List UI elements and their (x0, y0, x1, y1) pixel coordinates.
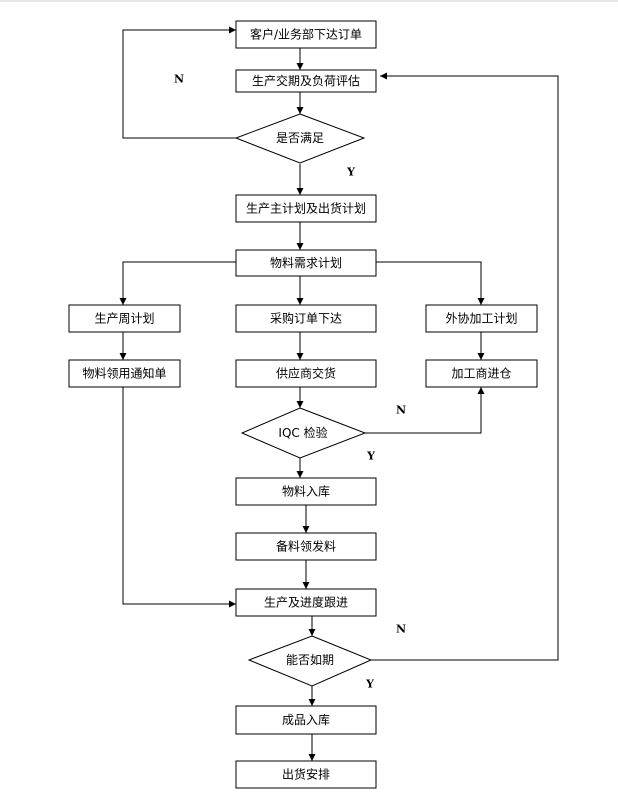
node-weekly-plan: 生产周计划 (68, 304, 181, 333)
node-purchase-order: 采购订单下达 (235, 304, 377, 333)
edge-requisition-to-production (122, 387, 236, 608)
label-on-time-yes: Y (365, 678, 374, 691)
node-prepare-issue-label: 备料领发料 (276, 539, 336, 554)
decision-iqc-label: IQC 检验 (278, 425, 327, 440)
node-delivery-eval-label: 生产交期及负荷评估 (252, 73, 360, 88)
node-shipment: 出货安排 (235, 760, 377, 789)
decision-on-time: 能否如期 (247, 635, 373, 687)
decision-on-time-label: 能否如期 (286, 652, 334, 667)
node-production-follow: 生产及进度跟进 (235, 588, 377, 617)
node-order: 客户/业务部下达订单 (235, 20, 377, 49)
node-processor-receipt-label: 加工商进仓 (451, 366, 511, 381)
node-purchase-order-label: 采购订单下达 (270, 311, 342, 326)
node-processor-receipt: 加工商进仓 (425, 359, 538, 388)
node-mrp-label: 物料需求计划 (270, 256, 342, 270)
decision-iqc: IQC 检验 (240, 407, 367, 459)
node-prepare-issue: 备料领发料 (235, 532, 377, 561)
edge-ontime-no-loop (371, 72, 559, 661)
node-shipment-label: 出货安排 (282, 767, 330, 782)
node-weekly-plan-label: 生产周计划 (94, 312, 154, 326)
node-order-label: 客户/业务部下达订单 (250, 27, 362, 42)
node-production-follow-label: 生产及进度跟进 (264, 595, 348, 610)
edge-mrp-to-weekly (119, 261, 236, 305)
edge-iqc-no-to-processor (365, 387, 485, 434)
node-mrp: 物料需求计划 (235, 249, 377, 277)
node-delivery-eval: 生产交期及负荷评估 (235, 69, 377, 93)
label-on-time-no: N (396, 623, 406, 636)
node-material-requisition-label: 物料领用通知单 (82, 367, 166, 381)
label-iqc-no: N (396, 404, 406, 417)
node-master-plan-label: 生产主计划及出货计划 (246, 201, 366, 216)
edges (119, 26, 559, 761)
node-outsource-plan: 外协加工计划 (425, 304, 538, 333)
label-satisfied-yes: Y (346, 166, 355, 179)
decision-satisfied: 是否满足 (234, 113, 366, 164)
node-supplier-delivery-label: 供应商交货 (276, 366, 336, 381)
node-material-requisition: 物料领用通知单 (68, 359, 181, 388)
label-satisfied-no: N (174, 73, 184, 86)
edge-mrp-to-outsource (376, 261, 485, 305)
decision-satisfied-label: 是否满足 (276, 131, 324, 145)
edge-satisfied-no-loop (122, 26, 236, 139)
node-finished-in-label: 成品入库 (282, 712, 330, 727)
label-iqc-yes: Y (366, 450, 375, 463)
node-finished-in: 成品入库 (235, 705, 377, 735)
node-material-in-label: 物料入库 (282, 484, 330, 499)
node-master-plan: 生产主计划及出货计划 (235, 194, 377, 223)
node-outsource-plan-label: 外协加工计划 (445, 311, 517, 326)
node-material-in: 物料入库 (235, 477, 377, 506)
node-supplier-delivery: 供应商交货 (235, 359, 377, 388)
